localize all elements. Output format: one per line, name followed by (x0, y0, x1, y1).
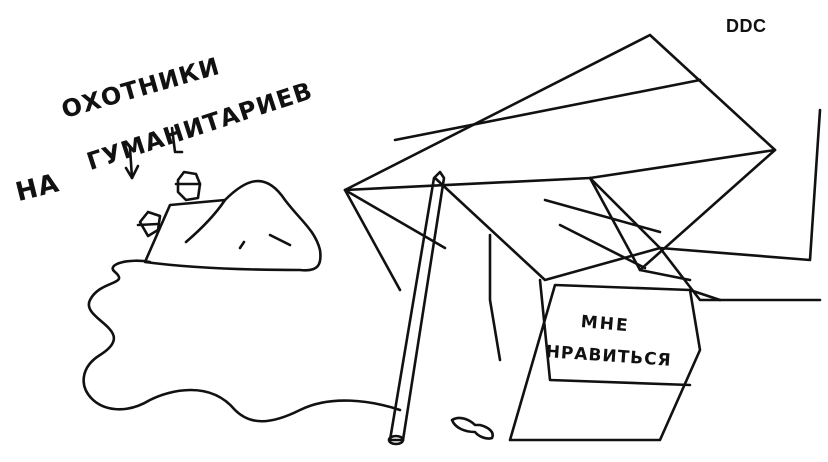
sign-text-line1: МНЕ (580, 312, 631, 337)
box-trap-icon (343, 33, 822, 387)
sign-board (508, 283, 722, 442)
prop-stick-icon (387, 170, 446, 446)
trap-string (82, 259, 402, 423)
arrow-down-icon (124, 126, 184, 180)
hunter-head-icon (136, 170, 202, 238)
hill-icon (143, 179, 322, 272)
bait-candy-icon (450, 416, 494, 440)
watermark: DDC (726, 16, 767, 36)
